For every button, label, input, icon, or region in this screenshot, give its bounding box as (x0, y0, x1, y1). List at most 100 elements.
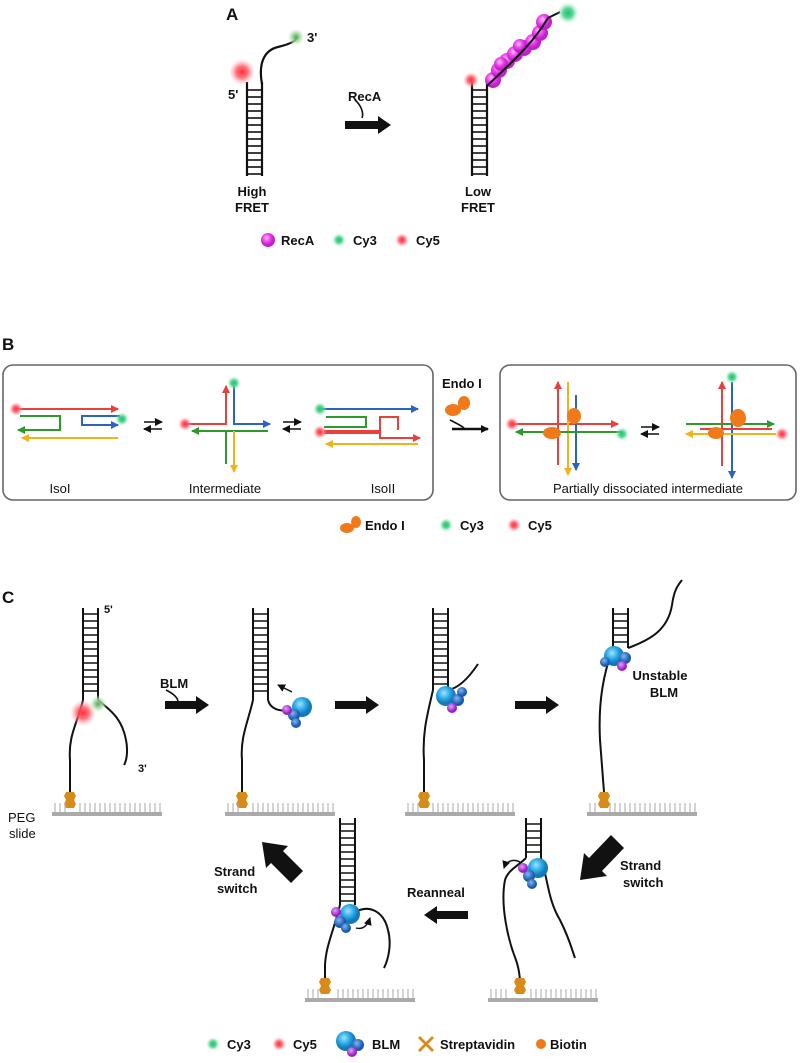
caption-fret-right: FRET (461, 200, 495, 215)
legend-cy3-label: Cy3 (353, 233, 377, 248)
stage-1: 5' 3' PEG slide (8, 604, 162, 841)
label-strand-switch-right: Strand (620, 858, 661, 873)
legend-c: Cy3 Cy5 BLM Streptavidin Biotin (206, 1031, 587, 1057)
arrow-right-icon (345, 116, 391, 134)
panel-b-right-box (499, 364, 797, 501)
streptavidin-icon (236, 792, 248, 808)
caption-low: Low (465, 184, 492, 199)
panel-b: B IsoI Intermediate (2, 335, 797, 533)
peg-slide (52, 803, 162, 816)
endoI-pointer (449, 419, 465, 429)
arrow-up-left-icon (262, 842, 303, 883)
peg-slide (488, 989, 598, 1002)
legend-cy5-label: Cy5 (528, 518, 552, 533)
blm-icon (282, 697, 312, 728)
legend-a: RecA Cy3 Cy5 (261, 233, 440, 248)
dissociated-structure-1 (505, 381, 629, 476)
blm-pointer (165, 689, 179, 703)
cy3-dot (557, 2, 579, 24)
equilibrium-icon (143, 418, 163, 433)
label-reanneal: Reanneal (407, 885, 465, 900)
streptavidin-icon (418, 792, 430, 808)
cy3-dot (287, 28, 305, 46)
recA-pointer (354, 99, 364, 119)
state-label-partial: Partially dissociated intermediate (553, 481, 743, 496)
label-5prime: 5' (228, 87, 238, 102)
equilibrium-icon (640, 423, 660, 438)
legend-cy5-label: Cy5 (416, 233, 440, 248)
legend-blm-swatch (336, 1031, 364, 1057)
blm-icon (518, 858, 548, 889)
label-switch-left: switch (217, 881, 258, 896)
arrow-down-left-icon (580, 835, 624, 880)
slide-label-peg: PEG (8, 810, 35, 825)
arrow-right-icon (515, 696, 559, 714)
legend-streptavidin-swatch (418, 1036, 434, 1052)
arrow-label-endoI: Endo I (442, 376, 482, 391)
isoI-structure (9, 402, 129, 442)
reca-filament (485, 14, 552, 88)
legend-streptavidin-label: Streptavidin (440, 1037, 515, 1052)
panel-b-left-box (2, 364, 434, 501)
slide-label-slide: slide (9, 826, 36, 841)
cy5-dot (229, 59, 255, 85)
legend-endoI-swatch (340, 516, 361, 533)
cy5-dot (463, 72, 479, 88)
label-unstable-blm: BLM (650, 685, 678, 700)
panel-a-letter: A (226, 5, 238, 24)
blm-icon (436, 686, 467, 713)
panel-c-letter: C (2, 588, 14, 607)
panel-a-right-duplex (470, 82, 489, 176)
state-label-isoII: IsoII (371, 481, 396, 496)
stage-5 (488, 818, 598, 1002)
arrow-label-reca: RecA (348, 89, 382, 104)
stage-4: Unstable BLM (587, 579, 697, 816)
arrow-left-icon (424, 906, 468, 924)
arrow-label-blm: BLM (160, 676, 188, 691)
dissociated-structure-2 (685, 370, 789, 479)
peg-slide (587, 803, 697, 816)
panel-a-left-duplex (245, 36, 299, 176)
arrow-right-icon (165, 696, 209, 714)
streptavidin-icon (64, 792, 76, 808)
legend-cy5-swatch (507, 518, 521, 532)
stage-2 (225, 608, 335, 816)
streptavidin-icon (319, 978, 331, 994)
legend-cy3-swatch (332, 233, 346, 247)
caption-high: High (238, 184, 267, 199)
peg-slide (225, 803, 335, 816)
peg-slide (405, 803, 515, 816)
legend-cy5-swatch (395, 233, 409, 247)
legend-reca-swatch (261, 233, 275, 247)
legend-cy5-swatch (272, 1037, 286, 1051)
legend-blm-label: BLM (372, 1037, 400, 1052)
blm-icon (600, 646, 631, 671)
legend-reca-label: RecA (281, 233, 315, 248)
streptavidin-icon (598, 792, 610, 808)
panel-a: A 5' 3' High FRET RecA (226, 2, 579, 248)
ssdna-strand (486, 11, 561, 87)
legend-cy3-label: Cy3 (227, 1037, 251, 1052)
label-switch-right: switch (623, 875, 664, 890)
stage-3 (405, 608, 515, 816)
label-strand-switch-left: Strand (214, 864, 255, 879)
legend-biotin-label: Biotin (550, 1037, 587, 1052)
legend-b: Endo I Cy3 Cy5 (340, 516, 552, 533)
legend-cy3-swatch (206, 1037, 220, 1051)
legend-cy3-label: Cy3 (460, 518, 484, 533)
isoII-structure (313, 402, 421, 448)
equilibrium-icon (282, 418, 302, 433)
legend-endoI-label: Endo I (365, 518, 405, 533)
legend-biotin-swatch (536, 1039, 546, 1049)
label-unstable: Unstable (633, 668, 688, 683)
label-3prime: 3' (307, 30, 317, 45)
label-5prime: 5' (104, 604, 113, 616)
arrow-right-icon (335, 696, 379, 714)
endoI-icon (445, 396, 470, 416)
state-label-isoI: IsoI (50, 481, 71, 496)
stage-6 (305, 818, 415, 1002)
label-3prime: 3' (138, 763, 147, 775)
streptavidin-icon (514, 978, 526, 994)
caption-fret-left: FRET (235, 200, 269, 215)
